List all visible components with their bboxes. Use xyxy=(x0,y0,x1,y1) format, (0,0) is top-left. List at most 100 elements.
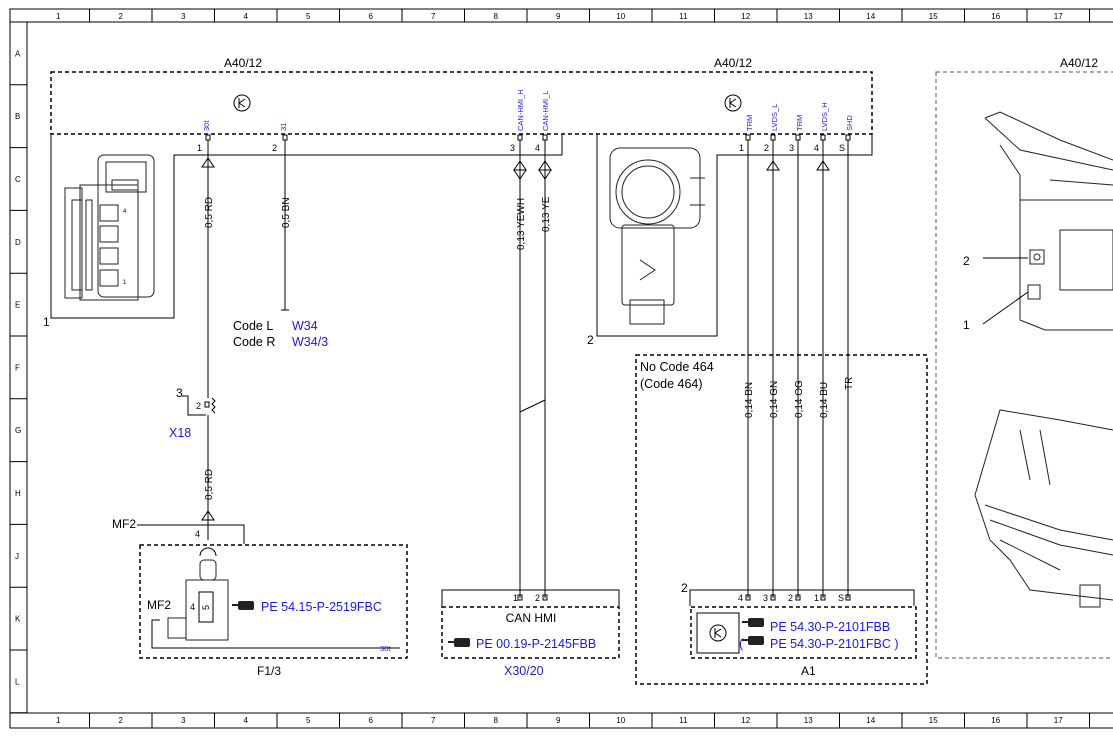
mf2-top-label: MF2 xyxy=(112,517,136,531)
pe-a1-open-paren: ( xyxy=(739,637,744,651)
x18-pin-2: 2 xyxy=(196,401,201,411)
wire-rd: 0,5 RD xyxy=(201,140,215,398)
wire-label-yewh: 0,13 YEWH xyxy=(516,198,527,250)
left-connector-drawing xyxy=(64,154,155,301)
x18-connector: 3 2 X18 0,5 RD xyxy=(169,386,216,540)
can-hmi-outline xyxy=(441,606,620,659)
code-l-label: Code L xyxy=(233,319,273,333)
pe-fuse-link[interactable]: PE 54.15-P-2519FBC xyxy=(261,600,382,614)
grid-col-bottom-13: 13 xyxy=(804,716,813,725)
code-l-link[interactable]: W34 xyxy=(292,319,318,333)
no-code-464: No Code 464 xyxy=(640,360,714,374)
left-pin-numbers: 1 2 3 4 xyxy=(197,143,540,153)
fuse-pin-4: 4 xyxy=(190,602,195,612)
code-464-outline xyxy=(635,354,928,685)
arrow-icon xyxy=(513,169,527,180)
grid-col-top-1: 1 xyxy=(56,12,61,21)
code-464-box: No Code 464 (Code 464) xyxy=(635,354,928,685)
pin-num-1: 1 xyxy=(197,143,202,153)
transistor-icon xyxy=(724,94,742,112)
mf2-inner-label: MF2 xyxy=(147,598,171,612)
can-pin-1: 1 xyxy=(513,593,518,603)
a1-pin-2: 2 xyxy=(788,593,793,603)
a1-pin-s: S xyxy=(838,593,844,603)
grid-row-H: H xyxy=(15,489,21,498)
left-connector-outline xyxy=(50,134,563,319)
arrow-icon xyxy=(538,169,552,180)
arrow-icon xyxy=(766,160,780,171)
pe-a1-link-a[interactable]: PE 54.30-P-2101FBB xyxy=(770,620,890,634)
mid-pin-2: 2 xyxy=(764,143,769,153)
a40-right-outline xyxy=(935,71,1113,659)
arrow-icon xyxy=(201,510,215,521)
grid-col-top-14: 14 xyxy=(866,12,875,21)
grid-row-K: K xyxy=(15,615,21,624)
grid-col-top-11: 11 xyxy=(679,12,688,21)
grid-col-top-7: 7 xyxy=(431,12,436,21)
grid-col-bottom-14: 14 xyxy=(866,716,875,725)
pe-a1-link-b[interactable]: PE 54.30-P-2101FBC ) xyxy=(770,637,899,651)
mid-pin-3: 3 xyxy=(789,143,794,153)
item-2-mid-label: 2 xyxy=(587,333,594,347)
conn-pin-4: 4 xyxy=(123,209,127,215)
x18-link[interactable]: X18 xyxy=(169,426,191,440)
reference-hand-icon xyxy=(232,601,254,610)
mf2-pin-4: 4 xyxy=(195,529,200,539)
mid-pin-4: 4 xyxy=(814,143,819,153)
frame xyxy=(9,8,1113,729)
a40-right-module: A40/12 2 1 xyxy=(935,56,1113,659)
grid-col-top-17: 17 xyxy=(1054,12,1063,21)
pin-lvds-l: LVDS_L xyxy=(770,104,779,131)
mid-pin-s: S xyxy=(839,143,845,153)
wire-label-rd1: 0,5 RD xyxy=(204,197,215,228)
grid-row-G: G xyxy=(15,426,21,435)
pin-can-hmi-l: CAN-HMI_L xyxy=(541,91,550,131)
code-refs: Code L W34 Code R W34/3 xyxy=(233,319,328,349)
arrow-icon xyxy=(816,160,830,171)
grid-col-bottom-4: 4 xyxy=(244,716,249,725)
pin-lvds-h: LVDS_H xyxy=(820,102,829,131)
mid-connector-drawing xyxy=(609,147,705,325)
grid-row-D: D xyxy=(15,238,21,247)
grid-col-top-12: 12 xyxy=(741,12,750,21)
a1-pin-3: 3 xyxy=(763,593,768,603)
reference-hand-icon xyxy=(742,618,764,627)
f13-outline xyxy=(139,544,408,659)
grid-col-bottom-16: 16 xyxy=(991,716,1000,725)
pin-trm-1: TRM xyxy=(745,115,754,131)
item-3-label: 3 xyxy=(176,386,183,400)
pin-num-3: 3 xyxy=(510,143,515,153)
grid-row-J: J xyxy=(15,552,19,561)
grid-col-top-8: 8 xyxy=(494,12,499,21)
mid-pin-1: 1 xyxy=(739,143,744,153)
wire-label-og: 0,14 OG xyxy=(794,380,805,418)
pe-can-link[interactable]: PE 00.19-P-2145FBB xyxy=(476,637,596,651)
can-pin-2: 2 xyxy=(535,593,540,603)
grid-col-bottom-7: 7 xyxy=(431,716,436,725)
pin-num-2: 2 xyxy=(272,143,277,153)
a1-pin-1: 1 xyxy=(814,593,819,603)
wire-label-rd2: 0,5 RD xyxy=(204,469,215,500)
can-hmi-label: CAN HMI xyxy=(506,611,557,625)
a40-mid-label: A40/12 xyxy=(714,56,752,70)
grid-col-top-3: 3 xyxy=(181,12,186,21)
a40-right-label: A40/12 xyxy=(1060,56,1098,70)
grid-column-ticks: 1122334455667788991010111112121313141415… xyxy=(56,9,1090,728)
code-r-link[interactable]: W34/3 xyxy=(292,335,328,349)
grid-col-top-5: 5 xyxy=(306,12,311,21)
a1-item-num: 2 xyxy=(681,581,688,595)
item-2-right-label: 2 xyxy=(963,254,970,268)
grid-row-L: L xyxy=(15,677,20,686)
a1-block: 2 4 3 2 1 S PE 54.30-P-2101FBB ( PE 54.3… xyxy=(681,581,917,678)
grid-col-top-9: 9 xyxy=(556,12,561,21)
grid-col-top-10: 10 xyxy=(616,12,625,21)
display-unit-drawing xyxy=(974,111,1113,608)
mf2-block: MF2 4 4 5 30t MF2 PE 54.15-P-2519FBC F1/… xyxy=(112,510,408,678)
a1-outline xyxy=(690,606,917,659)
pin-can-hmi-h: CAN-HMI_H xyxy=(516,89,525,131)
x3020-link[interactable]: X30/20 xyxy=(504,664,544,678)
pin-30t: 30t xyxy=(202,120,211,131)
grid-col-bottom-15: 15 xyxy=(929,716,938,725)
code-r-label: Code R xyxy=(233,335,275,349)
grid-col-top-4: 4 xyxy=(244,12,249,21)
